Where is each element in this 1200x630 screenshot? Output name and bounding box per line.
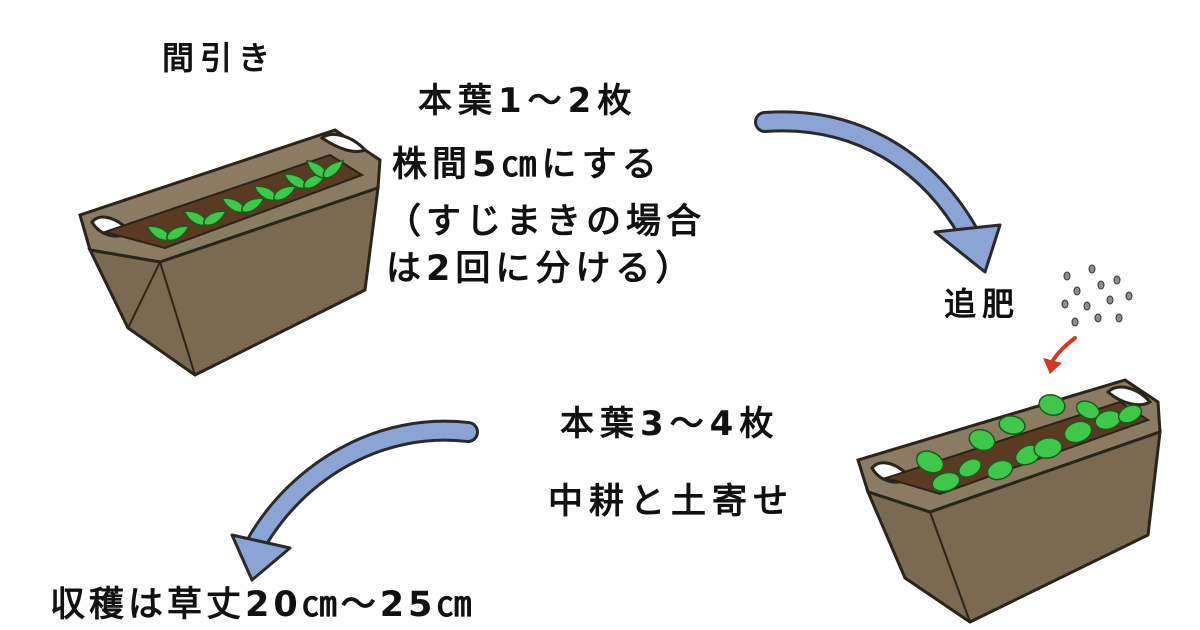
small-red-arrow-icon [1043,336,1077,374]
row-sowing-note-line1: （すじまきの場合 [386,202,707,242]
fertilize-label: 追肥 [944,285,1021,323]
harvest-label: 収穫は草丈20㎝〜25㎝ [50,585,476,625]
leaves-3-4-label: 本葉3〜4枚 [560,404,780,444]
curved-arrow-icon [754,110,1002,274]
thinning-label: 間引き [162,39,277,77]
planter-seedlings-icon [78,128,382,377]
row-sowing-note-line2: は2回に分ける） [386,249,696,289]
spacing-label: 株間5㎝にする [392,145,662,185]
curved-arrow-icon [230,419,479,582]
planter-grown-plants-icon [856,378,1162,624]
fertilizer-granules-icon [1061,264,1133,327]
leaves-1-2-label: 本葉1〜2枚 [418,81,638,121]
cultivate-label: 中耕と土寄せ [548,482,795,522]
